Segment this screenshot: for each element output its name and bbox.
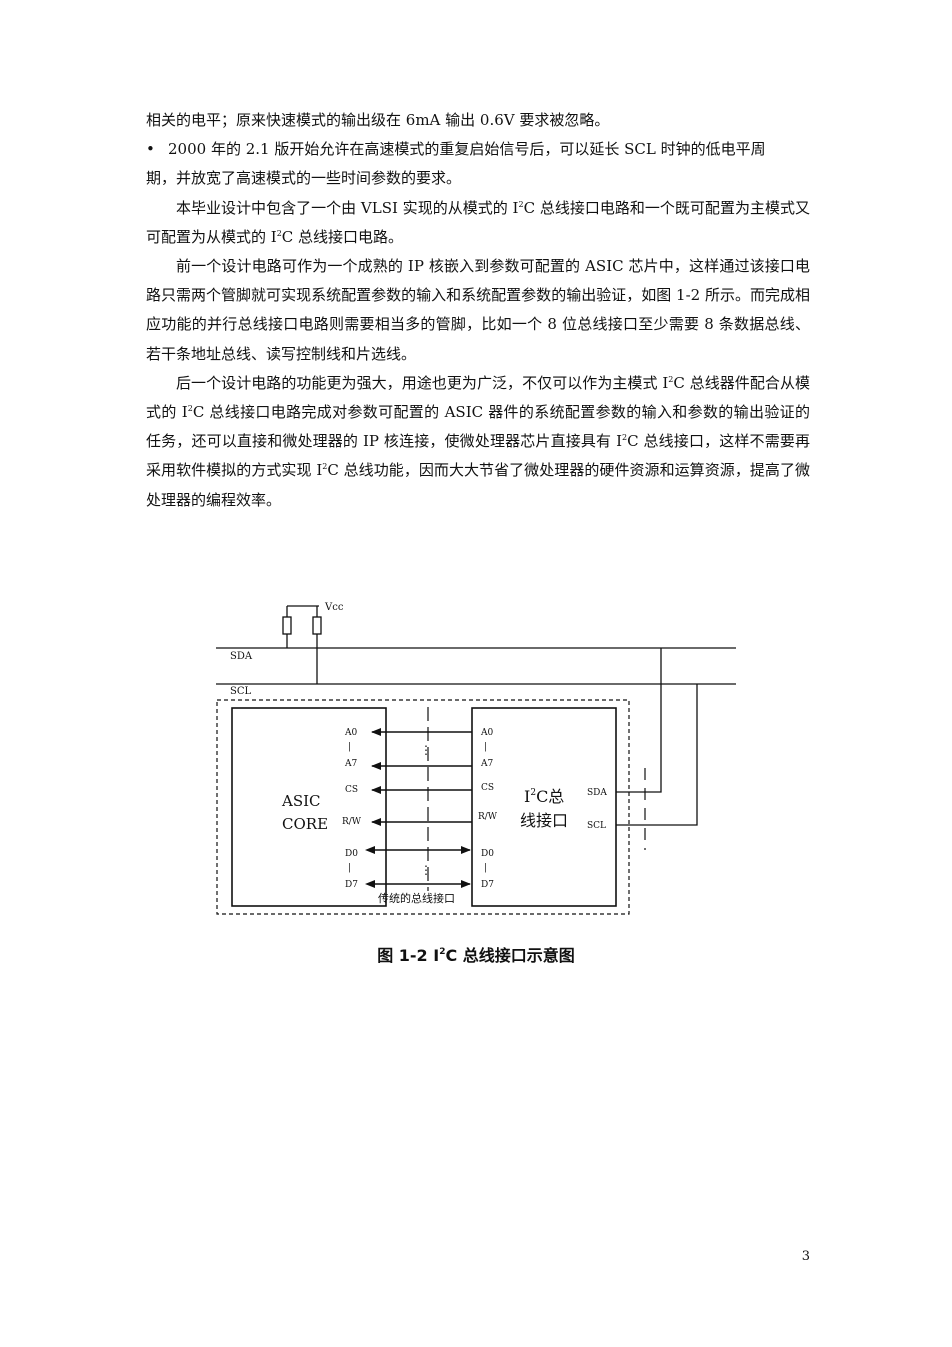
i2c-pin-connections xyxy=(616,648,698,826)
i2c-interface-diagram: Vcc SDA SCL ASIC CORE I2C总 线接口 A0 | A7 xyxy=(200,595,760,925)
chip-boundary xyxy=(216,699,630,915)
paragraph-design-summary: 本毕业设计中包含了一个由 VLSI 实现的从模式的 I2C 总线接口电路和一个既… xyxy=(146,198,810,246)
i2c-pin-a7: A7 xyxy=(480,759,493,769)
parallel-bus-signals xyxy=(365,728,472,888)
i2c-pin-labels: A0 | A7 CS R/W D0 | D7 SDA SCL xyxy=(478,728,607,890)
sda-bus-label: SDA xyxy=(230,651,253,662)
figure-caption: 图 1-2 I2C 总线接口示意图 xyxy=(377,946,575,965)
i2c-pin-a0: A0 xyxy=(480,728,493,738)
sda-connection xyxy=(616,648,662,793)
bullet-text-line1: 2000 年的 2.1 版开始允许在高速模式的重复启始信号后，可以延长 SCL … xyxy=(168,140,766,159)
diagram-canvas: Vcc SDA SCL ASIC CORE I2C总 线接口 A0 | A7 xyxy=(216,602,736,915)
i2c-pin-bar: | xyxy=(484,742,487,752)
asic-pin-rw: R/W xyxy=(342,817,362,827)
asic-core-block xyxy=(231,707,387,907)
paragraph-first-design: 前一个设计电路可作为一个成熟的 IP 核嵌入到参数可配置的 ASIC 芯片中，这… xyxy=(146,257,810,363)
i2c-pin-rw: R/W xyxy=(478,812,498,822)
body-text: 相关的电平；原来快速模式的输出级在 6mA 输出 0.6V 要求被忽略。 • 2… xyxy=(146,106,810,515)
asic-pin-d7: D7 xyxy=(345,880,358,890)
address-dots: ⋮ xyxy=(420,743,432,757)
asic-pin-cs: CS xyxy=(345,785,358,795)
i2c-block-label-line2: 线接口 xyxy=(520,811,568,830)
data-dots: ⋮ xyxy=(420,863,432,877)
pullup-resistors xyxy=(282,605,322,684)
paragraph-second-design: 后一个设计电路的功能更为强大，用途也更为广泛，不仅可以作为主模式 I2C 总线器… xyxy=(146,373,811,509)
vcc-label: Vcc xyxy=(324,602,344,613)
bullet-item: • 2000 年的 2.1 版开始允许在高速模式的重复启始信号后，可以延长 SC… xyxy=(146,135,810,164)
asic-pin-d0: D0 xyxy=(345,849,358,859)
scl-connection xyxy=(616,684,698,826)
asic-pin-a7: A7 xyxy=(344,759,357,769)
page-number: 3 xyxy=(801,1249,810,1264)
i2c-block-label-line1: I2C总 xyxy=(524,787,564,806)
asic-core-label-line2: CORE xyxy=(282,815,328,833)
asic-core-label-line1: ASIC xyxy=(281,792,321,810)
i2c-pin-d7: D7 xyxy=(481,880,494,890)
asic-pin-a0: A0 xyxy=(344,728,357,738)
i2c-pin-cs: CS xyxy=(481,783,494,793)
i2c-pin-bar-d: | xyxy=(484,863,487,873)
scl-bus-label: SCL xyxy=(230,686,252,697)
i2c-pin-sda: SDA xyxy=(587,788,607,798)
bullet-text-line2: 期，并放宽了高速模式的一些时间参数的要求。 xyxy=(146,169,462,188)
i2c-interface-block xyxy=(471,707,617,907)
i2c-pin-d0: D0 xyxy=(481,849,494,859)
parallel-bus-label: 传统的总线接口 xyxy=(378,891,455,905)
asic-pin-labels: A0 | A7 CS R/W D0 | D7 xyxy=(342,728,362,890)
asic-pin-bar-d: | xyxy=(348,863,351,873)
asic-pin-bar: | xyxy=(348,742,351,752)
i2c-pin-scl: SCL xyxy=(587,821,606,831)
i2c-bus-lines xyxy=(216,647,736,685)
paragraph-continuation: 相关的电平；原来快速模式的输出级在 6mA 输出 0.6V 要求被忽略。 xyxy=(146,111,610,129)
bullet-mark: • xyxy=(146,140,155,159)
